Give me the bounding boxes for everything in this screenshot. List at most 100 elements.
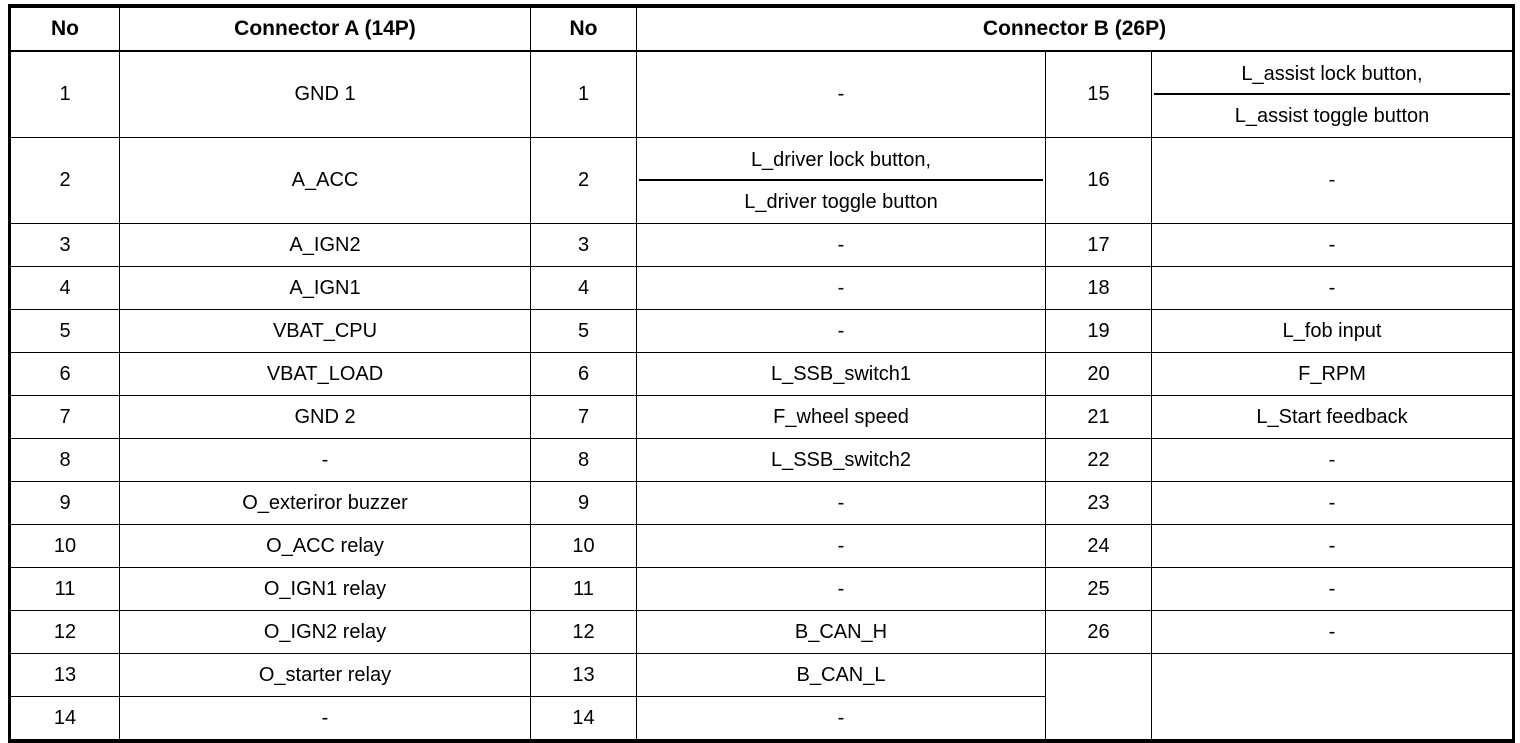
cell-b-right-no: 18: [1045, 266, 1152, 310]
cell-a-signal: A_ACC: [119, 137, 531, 224]
cell-b-right-signal: -: [1150, 524, 1515, 568]
cell-b-right-signal: -: [1150, 266, 1515, 310]
table-row: 13 O_starter relay 13 B_CAN_L: [9, 653, 1515, 742]
cell-a-signal: GND 1: [119, 50, 531, 138]
cell-b-left-signal-line1: L_driver lock button,: [639, 139, 1043, 181]
cell-b-left-signal: B_CAN_L: [636, 653, 1046, 697]
cell-b-left-no: 6: [530, 352, 637, 396]
cell-b-left-no: 13: [530, 653, 637, 697]
cell-b-right-no: 20: [1045, 352, 1152, 396]
header-no-connector-a: No: [9, 5, 120, 52]
cell-b-left-signal: -: [636, 524, 1046, 568]
cell-a-signal: O_ACC relay: [119, 524, 531, 568]
cell-b-left-signal: -: [636, 696, 1046, 742]
cell-b-left-no: 2: [530, 137, 637, 224]
table-row: 1 GND 1 1 - 15 L_assist lock button, L_a…: [9, 50, 1515, 138]
cell-a-signal: A_IGN2: [119, 223, 531, 267]
cell-a-signal: -: [119, 438, 531, 482]
table-header-row: No Connector A (14P) No Connector B (26P…: [9, 5, 1515, 52]
table-row: 9 O_exteriror buzzer 9 - 23 -: [9, 481, 1515, 525]
table-row: 5 VBAT_CPU 5 - 19 L_fob input: [9, 309, 1515, 353]
cell-b-right-signal-line1: L_assist lock button,: [1154, 53, 1511, 95]
cell-b-left-no: 5: [530, 309, 637, 353]
cell-a-signal: O_starter relay: [119, 653, 531, 697]
cell-b-right-no: 22: [1045, 438, 1152, 482]
cell-b-right-no: 21: [1045, 395, 1152, 439]
cell-b-left-no: 8: [530, 438, 637, 482]
cell-a-signal: -: [119, 696, 531, 742]
cell-b-right-signal-split: L_assist lock button, L_assist toggle bu…: [1150, 50, 1515, 138]
cell-a-no: 12: [9, 610, 120, 654]
cell-b-left-no: 12: [530, 610, 637, 654]
cell-a-signal: GND 2: [119, 395, 531, 439]
cell-b-right-signal: -: [1150, 567, 1515, 611]
connector-pinout-table: No Connector A (14P) No Connector B (26P…: [8, 4, 1516, 743]
cell-b-left-signal-line2: L_driver toggle button: [744, 190, 938, 213]
cell-b-right-signal: F_RPM: [1150, 352, 1515, 396]
cell-b-left-no: 1: [530, 50, 637, 138]
cell-a-no: 9: [9, 481, 120, 525]
table-row: 7 GND 2 7 F_wheel speed 21 L_Start feedb…: [9, 395, 1515, 439]
cell-b-left-signal: -: [636, 309, 1046, 353]
cell-b-left-no: 14: [530, 696, 637, 742]
cell-a-no: 11: [9, 567, 120, 611]
cell-b-right-signal: -: [1150, 438, 1515, 482]
cell-b-left-signal: F_wheel speed: [636, 395, 1046, 439]
cell-a-signal: O_IGN1 relay: [119, 567, 531, 611]
cell-a-signal: O_IGN2 relay: [119, 610, 531, 654]
table-row: 8 - 8 L_SSB_switch2 22 -: [9, 438, 1515, 482]
cell-b-right-no: 26: [1045, 610, 1152, 654]
cell-b-right-signal: -: [1150, 137, 1515, 224]
cell-b-left-signal: B_CAN_H: [636, 610, 1046, 654]
table-row: 3 A_IGN2 3 - 17 -: [9, 223, 1515, 267]
cell-a-no: 14: [9, 696, 120, 742]
table-row: 11 O_IGN1 relay 11 - 25 -: [9, 567, 1515, 611]
cell-b-right-signal: L_Start feedback: [1150, 395, 1515, 439]
cell-b-right-signal-empty: [1150, 653, 1515, 742]
cell-a-no: 7: [9, 395, 120, 439]
cell-b-left-signal: L_SSB_switch2: [636, 438, 1046, 482]
cell-b-right-signal: L_fob input: [1150, 309, 1515, 353]
cell-a-signal: VBAT_CPU: [119, 309, 531, 353]
cell-b-left-no: 9: [530, 481, 637, 525]
cell-a-no: 13: [9, 653, 120, 697]
cell-b-right-no: 25: [1045, 567, 1152, 611]
cell-b-right-no: 23: [1045, 481, 1152, 525]
cell-a-no: 1: [9, 50, 120, 138]
cell-a-no: 4: [9, 266, 120, 310]
cell-b-right-no: 15: [1045, 50, 1152, 138]
cell-a-signal: VBAT_LOAD: [119, 352, 531, 396]
cell-b-left-signal: -: [636, 50, 1046, 138]
header-no-connector-b: No: [530, 5, 637, 52]
cell-b-left-signal: L_SSB_switch1: [636, 352, 1046, 396]
cell-b-right-no: 19: [1045, 309, 1152, 353]
cell-b-left-signal: -: [636, 481, 1046, 525]
cell-a-signal: O_exteriror buzzer: [119, 481, 531, 525]
cell-b-right-signal: -: [1150, 610, 1515, 654]
cell-a-no: 2: [9, 137, 120, 224]
cell-a-no: 5: [9, 309, 120, 353]
cell-b-left-no: 7: [530, 395, 637, 439]
cell-b-right-signal: -: [1150, 481, 1515, 525]
cell-b-left-signal: -: [636, 567, 1046, 611]
cell-b-right-signal-line2: L_assist toggle button: [1234, 104, 1430, 127]
header-connector-a: Connector A (14P): [119, 5, 531, 52]
cell-a-no: 8: [9, 438, 120, 482]
cell-b-right-no: 16: [1045, 137, 1152, 224]
cell-b-right-no: 17: [1045, 223, 1152, 267]
cell-b-right-no: 24: [1045, 524, 1152, 568]
table-row: 4 A_IGN1 4 - 18 -: [9, 266, 1515, 310]
cell-b-left-signal-split: L_driver lock button, L_driver toggle bu…: [636, 137, 1046, 224]
cell-a-no: 6: [9, 352, 120, 396]
cell-b-left-no: 3: [530, 223, 637, 267]
cell-a-no: 10: [9, 524, 120, 568]
cell-b-right-no-empty: [1045, 653, 1152, 742]
cell-a-signal: A_IGN1: [119, 266, 531, 310]
table-row: 12 O_IGN2 relay 12 B_CAN_H 26 -: [9, 610, 1515, 654]
header-connector-b: Connector B (26P): [635, 5, 1515, 52]
cell-b-left-signal: -: [636, 266, 1046, 310]
table-row: 6 VBAT_LOAD 6 L_SSB_switch1 20 F_RPM: [9, 352, 1515, 396]
cell-b-right-signal: -: [1150, 223, 1515, 267]
table-row: 10 O_ACC relay 10 - 24 -: [9, 524, 1515, 568]
